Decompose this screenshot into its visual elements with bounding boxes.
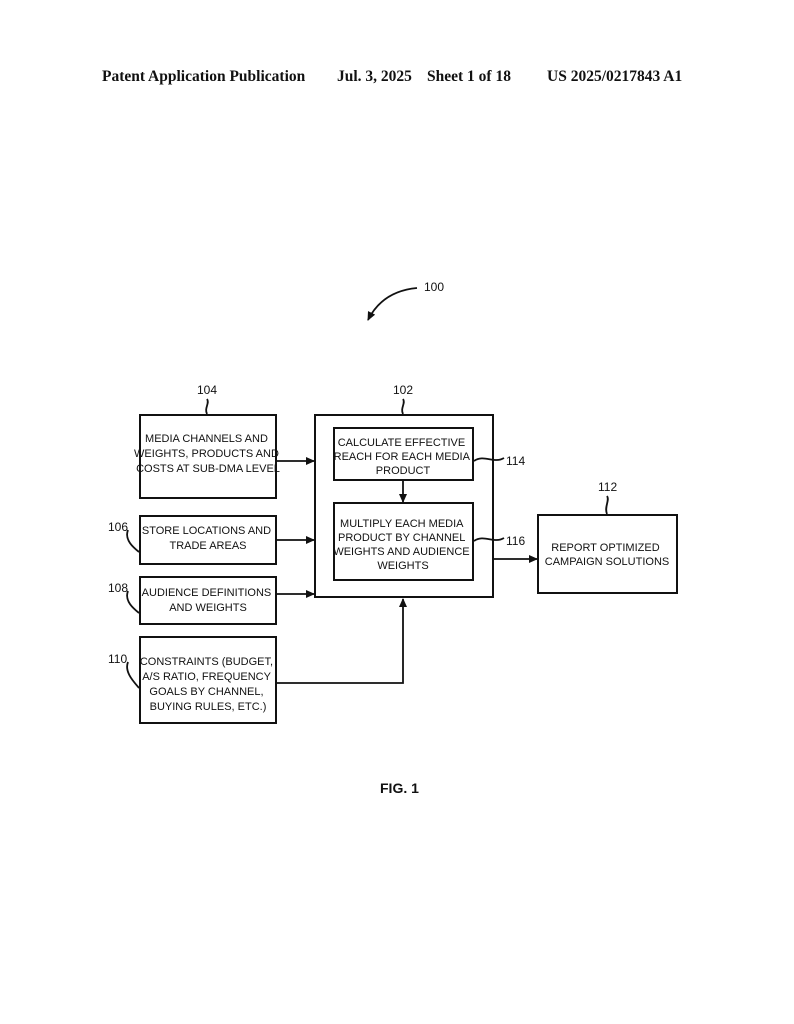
box-constraints-text: CONSTRAINTS (BUDGET, A/S RATIO, FREQUENC…	[140, 656, 276, 713]
ref-leader-108	[126, 590, 140, 614]
box-media-channels-text: MEDIA CHANNELS AND WEIGHTS, PRODUCTS AND…	[134, 433, 282, 475]
ref-leader-114	[473, 457, 505, 462]
box-multiply-weights	[333, 502, 474, 581]
ref-label-110: 110	[108, 652, 127, 666]
figure-label: FIG. 1	[380, 780, 419, 796]
box-report-solutions-text: REPORT OPTIMIZED CAMPAIGN SOLUTIONS	[545, 542, 669, 568]
ref-leader-104	[205, 398, 209, 415]
page-header: Patent Application Publication Jul. 3, 2…	[0, 68, 794, 88]
box-calculate-reach-text: CALCULATE EFFECTIVE REACH FOR EACH MEDIA…	[334, 437, 473, 477]
box-report-solutions	[537, 514, 678, 594]
ref-label-102: 102	[393, 383, 413, 397]
ref-label-106: 106	[108, 520, 128, 534]
box-audience-definitions	[139, 576, 277, 625]
ref-label-104: 104	[197, 383, 217, 397]
ref-label-114: 114	[506, 454, 525, 468]
arrow-110-to-102	[276, 598, 407, 684]
box-media-channels	[139, 414, 277, 499]
ref-label-112: 112	[598, 480, 617, 494]
ref-leader-116	[473, 537, 505, 542]
box-audience-definitions-text: AUDIENCE DEFINITIONS AND WEIGHTS	[142, 587, 275, 614]
ref-label-116: 116	[506, 534, 525, 548]
box-multiply-weights-text: MULTIPLY EACH MEDIA PRODUCT BY CHANNEL W…	[333, 518, 472, 572]
box-store-locations-text: STORE LOCATIONS AND TRADE AREAS	[142, 525, 274, 552]
publication-type: Patent Application Publication	[102, 68, 306, 85]
ref-leader-110	[126, 661, 140, 689]
publication-date: Jul. 3, 2025	[337, 68, 412, 85]
ref-label-108: 108	[108, 581, 128, 595]
ref-arrow-100	[367, 287, 418, 321]
box-calculate-reach	[333, 427, 474, 481]
box-constraints	[139, 636, 277, 724]
box-store-locations	[139, 515, 277, 565]
ref-leader-102	[401, 398, 405, 415]
ref-leader-106	[126, 529, 140, 553]
ref-leader-112	[605, 495, 609, 515]
sheet-number: Sheet 1 of 18	[427, 68, 511, 85]
publication-number: US 2025/0217843 A1	[547, 68, 683, 85]
ref-label-100: 100	[424, 280, 444, 294]
